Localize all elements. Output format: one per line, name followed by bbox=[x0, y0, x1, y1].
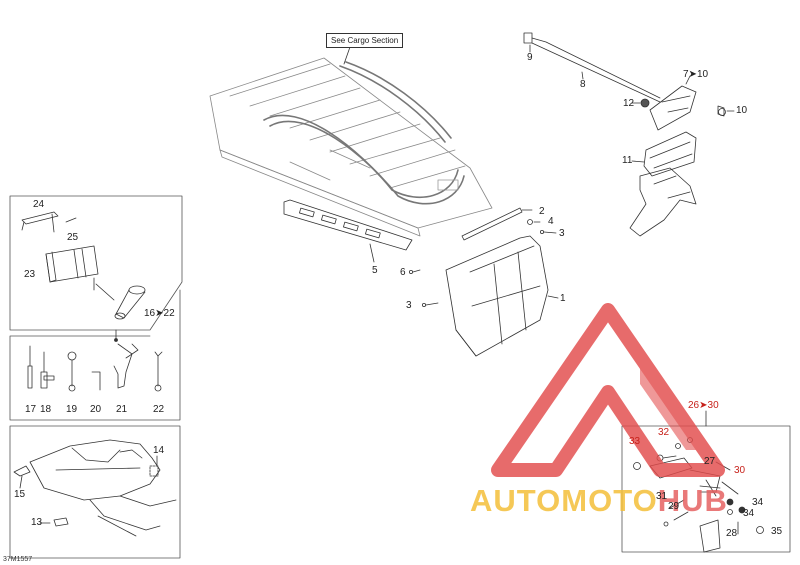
callout-30: 30 bbox=[734, 465, 746, 476]
snowmobile-box bbox=[9, 425, 181, 559]
callout-35: 35 bbox=[771, 526, 783, 537]
callout-31: 31 bbox=[656, 491, 668, 502]
callout-8: 8 bbox=[580, 79, 586, 90]
callout-33: 33 bbox=[629, 436, 641, 447]
callout-20: 20 bbox=[90, 404, 102, 415]
wire-harness-drawing bbox=[523, 32, 661, 103]
callout-15: 15 bbox=[14, 489, 26, 500]
part-2-drawing bbox=[461, 207, 533, 241]
light-housing-drawing bbox=[631, 131, 697, 177]
callout-5: 5 bbox=[372, 265, 378, 276]
callout-34a: 34 bbox=[752, 497, 764, 508]
callout-3b: 3 bbox=[406, 300, 412, 311]
tools-box-border bbox=[9, 289, 181, 421]
callout-11: 11 bbox=[622, 155, 633, 166]
callout-21: 21 bbox=[116, 404, 128, 415]
light-bracket-drawing bbox=[629, 167, 697, 237]
callout-25: 25 bbox=[67, 232, 79, 243]
watermark-brand: AUTOMOTOHUB bbox=[470, 485, 728, 516]
callout-6: 6 bbox=[400, 267, 406, 278]
callout-16-22: 16➤22 bbox=[144, 308, 175, 319]
cargo-rack-drawing bbox=[209, 57, 493, 237]
callout-7-10: 7➤10 bbox=[683, 69, 709, 80]
callout-10: 10 bbox=[736, 105, 748, 116]
callout-1: 1 bbox=[560, 293, 566, 304]
callout-18: 18 bbox=[40, 404, 52, 415]
callout-14: 14 bbox=[153, 445, 165, 456]
callout-26-30: 26➤30 bbox=[688, 400, 719, 411]
callout-4: 4 bbox=[548, 216, 554, 227]
watermark-brand-part2: HUB bbox=[657, 483, 728, 518]
callout-29: 29 bbox=[668, 501, 680, 512]
callout-27: 27 bbox=[704, 456, 716, 467]
tool-kit-drawing bbox=[21, 211, 146, 320]
snowmobile-drawing bbox=[13, 439, 177, 537]
document-code: 37M1557 bbox=[3, 556, 33, 563]
part-5-drawing bbox=[283, 199, 413, 263]
callout-32: 32 bbox=[658, 427, 670, 438]
callout-28: 28 bbox=[726, 528, 738, 539]
note-see-cargo-section: See Cargo Section bbox=[326, 33, 404, 48]
tools-drawing bbox=[27, 343, 163, 392]
callout-34b: 34 bbox=[743, 508, 755, 519]
callout-2: 2 bbox=[539, 206, 545, 217]
callout-24: 24 bbox=[33, 199, 45, 210]
fasteners-drawing bbox=[408, 219, 557, 307]
callout-13: 13 bbox=[31, 517, 43, 528]
watermark-brand-part1: AUTOMOTO bbox=[470, 483, 658, 518]
callout-9: 9 bbox=[527, 52, 533, 63]
tool-kit-panel bbox=[9, 195, 183, 331]
part-1-mud-flap-drawing bbox=[445, 235, 559, 357]
callout-23: 23 bbox=[24, 269, 36, 280]
callout-17: 17 bbox=[25, 404, 37, 415]
callout-12: 12 bbox=[623, 98, 635, 109]
taillight-drawing bbox=[631, 75, 735, 131]
callout-22: 22 bbox=[153, 404, 165, 415]
callout-19: 19 bbox=[66, 404, 78, 415]
callout-3a: 3 bbox=[559, 228, 565, 239]
